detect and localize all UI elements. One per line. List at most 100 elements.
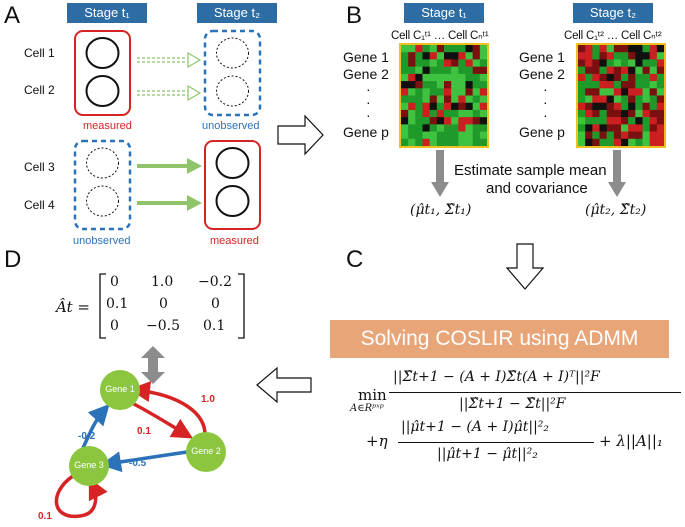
heatmap-cell <box>451 59 459 67</box>
gene-p-label-left: Gene p <box>343 124 389 140</box>
heatmap-cell <box>642 131 650 140</box>
heatmap-cell <box>585 102 593 111</box>
heatmap-cell <box>472 59 481 67</box>
heatmap-cell <box>628 131 636 140</box>
heatmap-cell <box>578 109 586 118</box>
heatmap-cell <box>436 109 445 118</box>
gene-3-node-label: Gene 3 <box>74 460 104 470</box>
heatmap-cell <box>606 66 615 75</box>
matrix-lhs: Ât = <box>56 298 90 316</box>
heatmap-cell <box>592 66 600 75</box>
heatmap-cell <box>472 88 481 96</box>
heatmap-cell <box>415 124 423 132</box>
heatmap-cell <box>649 131 658 140</box>
heatmap-cell <box>465 88 473 96</box>
matrix-brackets <box>99 273 245 339</box>
heatmap-cell <box>479 124 487 132</box>
heatmap-cell <box>635 109 643 118</box>
heatmap-cell <box>606 73 615 82</box>
heatmap-cell <box>429 138 438 146</box>
heatmap-cell <box>422 59 430 67</box>
panel-label-c: C <box>346 246 364 273</box>
heatmap-cell <box>415 102 423 111</box>
heatmap-cell <box>458 88 466 96</box>
fraction-2-denominator: ||μ̂t+1 − μ̂t||²₂ <box>437 446 538 462</box>
heatmap-cell <box>451 45 459 53</box>
heatmap-cell <box>585 45 593 53</box>
heatmap-cell <box>613 131 622 140</box>
cell-1-t2-circle <box>216 37 249 69</box>
heatmap-cell <box>458 52 466 60</box>
heatmap-cell <box>592 81 600 89</box>
heatmap-cell <box>408 95 416 104</box>
heatmap-cell <box>628 124 636 132</box>
gene-2-node <box>186 432 226 472</box>
heatmap-cell <box>606 109 615 118</box>
heatmap-cell <box>479 95 487 104</box>
heatmap-cell <box>429 52 438 60</box>
heatmap-cell <box>401 131 409 140</box>
heatmap-cell <box>613 81 622 89</box>
heatmap-cell <box>408 59 416 67</box>
heatmap-cell <box>592 124 600 132</box>
unobserved-label-top: unobserved <box>202 120 260 132</box>
heatmap-cell <box>465 124 473 132</box>
heatmap-cell <box>429 73 438 82</box>
heatmap-cell <box>635 131 643 140</box>
heatmap-cell <box>422 117 430 125</box>
min-subscript: A∈Rᵖˣᵖ <box>350 403 384 414</box>
heatmap-cell <box>585 109 593 118</box>
estimate-line-1: Estimate sample mean <box>454 162 607 179</box>
heatmap-cell <box>415 117 423 125</box>
heatmap-cell <box>465 117 473 125</box>
panel-label-d: D <box>4 246 22 273</box>
matrix-r1c2: 1.0 <box>151 274 174 290</box>
gene-2-label-right: Gene 2 <box>519 66 565 82</box>
dot-3-left: · <box>366 107 371 123</box>
heatmap-cell <box>472 81 481 89</box>
heatmap-cell <box>656 131 664 140</box>
heatmap-cell <box>606 52 615 60</box>
heatmap-cell <box>444 138 452 146</box>
edge-label-neg-0-2: -0.2 <box>78 431 96 442</box>
edge-label-neg-0-5: -0.5 <box>129 458 147 469</box>
heatmap-cell <box>451 52 459 60</box>
heatmap-cell <box>613 52 622 60</box>
heatmap-cell <box>429 45 438 53</box>
cell-4-t1-circle <box>86 185 119 217</box>
heatmap-cell <box>458 73 466 82</box>
arrow-a-to-b <box>277 114 324 156</box>
heatmap-cell <box>649 138 658 146</box>
heatmap-cell <box>613 138 622 146</box>
heatmap-cell <box>458 66 466 75</box>
heatmap-cell <box>436 52 445 60</box>
heatmap-cell <box>436 131 445 140</box>
heatmap-cell <box>472 117 481 125</box>
gene-2-node-label: Gene 2 <box>191 446 221 456</box>
heatmap-cell <box>429 59 438 67</box>
heatmap-cell <box>422 124 430 132</box>
edge-gene2-to-gene1 <box>129 381 207 437</box>
unobserved-label-bottom: unobserved <box>73 235 131 247</box>
heatmap-cell <box>578 45 586 53</box>
heatmap-cell <box>429 117 438 125</box>
heatmap-cell <box>599 95 607 104</box>
heatmap-cell <box>628 59 636 67</box>
heatmap-cell <box>444 52 452 60</box>
arrow-c-to-d <box>256 366 312 404</box>
cell-4-circle <box>215 185 250 217</box>
heatmap-cell <box>415 52 423 60</box>
cell-2-t2-circle <box>216 75 249 107</box>
heatmap-cell <box>578 95 586 104</box>
heatmap-cell <box>628 73 636 82</box>
heatmap-cell <box>649 45 658 53</box>
measured-label-bottom: measured <box>210 235 259 247</box>
heatmap-cell <box>642 102 650 111</box>
heatmap-cell <box>642 88 650 96</box>
heatmap-cell <box>628 102 636 111</box>
heatmap-cell <box>649 52 658 60</box>
heatmap-cell <box>465 66 473 75</box>
panel-label-b: B <box>346 2 363 29</box>
heatmap-cell <box>613 59 622 67</box>
heatmap-cell <box>429 102 438 111</box>
